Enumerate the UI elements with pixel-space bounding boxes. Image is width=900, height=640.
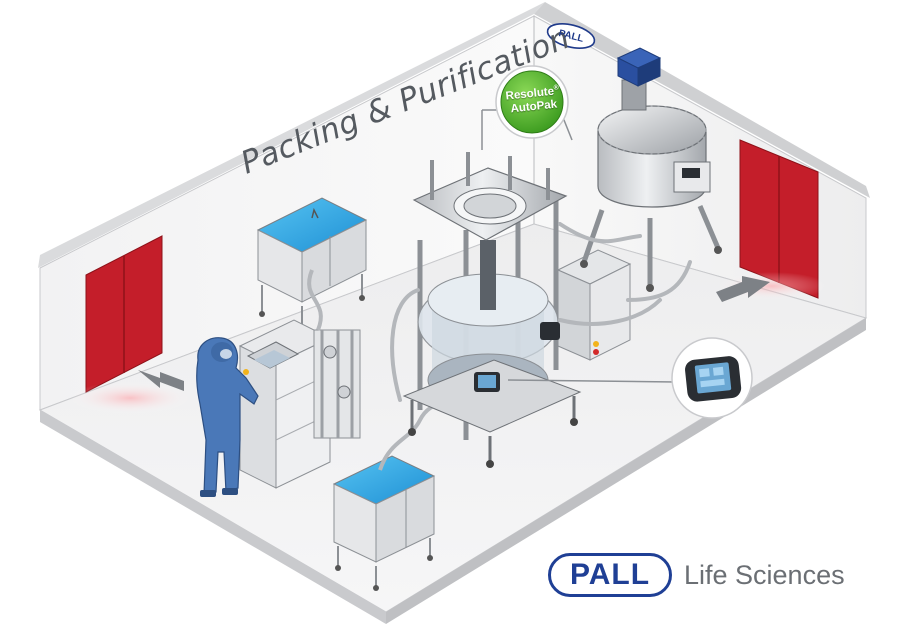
process-skid: [307, 269, 361, 439]
arrow-left-icon: [138, 370, 184, 391]
exit-door-left: [68, 235, 192, 414]
arrow-right-icon: [716, 276, 770, 302]
brand-logo: PALL Life Sciences: [548, 552, 845, 598]
product-badge: [481, 65, 573, 150]
badge-registered-mark: ®: [553, 84, 560, 92]
control-panel-callout: [507, 337, 753, 419]
brand-name: PALL: [569, 558, 651, 591]
control-cabinet: [540, 249, 632, 361]
hoses: [390, 222, 692, 402]
mixing-vessel: [580, 47, 722, 292]
brand-oval: PALL: [548, 553, 672, 597]
brand-suffix: Life Sciences: [684, 559, 845, 590]
wall-logo: [546, 23, 596, 49]
tank-cart-upper: [256, 197, 368, 335]
operator-figure: [196, 337, 259, 497]
chromatography-column: [402, 152, 582, 468]
